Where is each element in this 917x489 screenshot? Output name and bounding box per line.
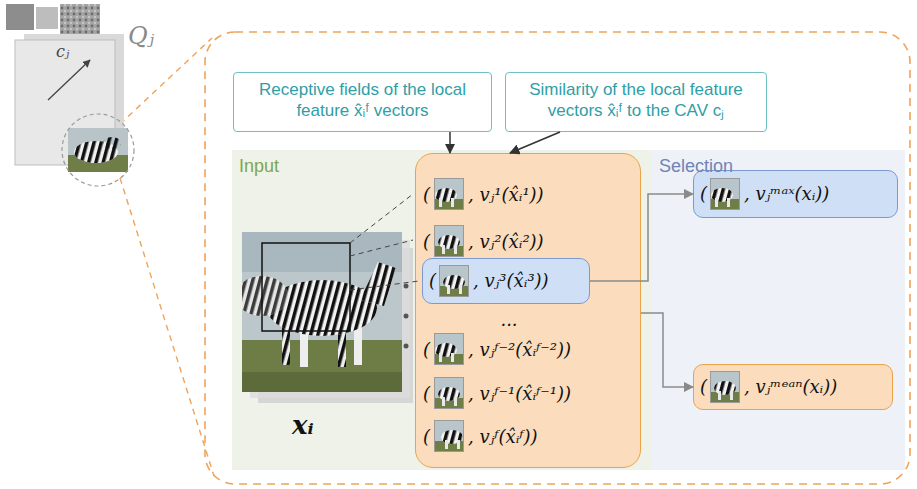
callout-text: Similarity of the local feature vectors …: [506, 73, 766, 128]
patch-thumbnail: [434, 333, 464, 365]
math-term: (: [423, 383, 430, 404]
math-term: , vⱼ³(x̂ᵢ³)): [473, 270, 549, 291]
connector-arrow: [449, 132, 451, 153]
concept-set-label: Qⱼ: [128, 22, 154, 50]
patch-thumbnail: [439, 265, 469, 297]
patch-thumbnail: [434, 178, 464, 210]
cav-label: cⱼ: [56, 42, 69, 61]
mean-result: ( , vⱼᵐᵉᵃⁿ(xᵢ)): [693, 364, 893, 410]
math-term: ...: [500, 309, 517, 330]
connector-arrow: [510, 132, 560, 153]
patch-thumbnail: [710, 371, 740, 403]
math-term: , vⱼ²(x̂ᵢ²)): [468, 231, 544, 252]
math-term: , vⱼ¹(x̂ᵢ¹)): [468, 184, 544, 205]
callout-text: Receptive fields of the local feature x̂…: [234, 73, 491, 128]
selection-region: Selection ( , vⱼᵐᵃˣ(xᵢ)) ( , vⱼᵐᵉᵃⁿ(xᵢ)): [652, 150, 905, 470]
patch-thumbnail: [434, 377, 464, 409]
input-label: xᵢ: [292, 410, 314, 440]
connector-arrow: [590, 194, 693, 281]
math-term: , vⱼᶠ⁻²(x̂ᵢᶠ⁻²)): [468, 339, 571, 360]
selected-entry: ( , vⱼ³(x̂ᵢ³)): [422, 258, 590, 304]
math-term: (: [429, 270, 436, 291]
math-term: (: [700, 183, 707, 204]
region-label: Input: [239, 156, 279, 177]
math-term: , vⱼᵐᵉᵃⁿ(xᵢ)): [744, 376, 837, 397]
math-term: , vⱼᶠ⁻¹(x̂ᵢᶠ⁻¹)): [468, 383, 571, 404]
math-term: (: [700, 376, 707, 397]
connector-arrow: [641, 313, 693, 387]
math-term: , vⱼᵐᵃˣ(xᵢ)): [744, 183, 829, 204]
math-term: (: [423, 339, 430, 360]
math-term: (: [423, 184, 430, 205]
feature-list: ( , vⱼ¹(x̂ᵢ¹)) ( , vⱼ²(x̂ᵢ²))... ( , vⱼᶠ⁻²(x̂…: [415, 153, 641, 468]
patch-thumbnail: [434, 225, 464, 257]
patch-thumbnail: [710, 178, 740, 210]
callout-box: Similarity of the local feature vectors …: [505, 72, 767, 132]
max-result: ( , vⱼᵐᵃˣ(xᵢ)): [693, 170, 898, 218]
math-term: (: [423, 231, 430, 252]
math-term: , vⱼᶠ(x̂ᵢᶠ)): [468, 426, 538, 447]
callout-box: Receptive fields of the local feature x̂…: [233, 72, 492, 132]
region-label: Selection: [659, 156, 733, 177]
patch-thumbnail: [434, 420, 464, 452]
math-term: (: [423, 426, 430, 447]
